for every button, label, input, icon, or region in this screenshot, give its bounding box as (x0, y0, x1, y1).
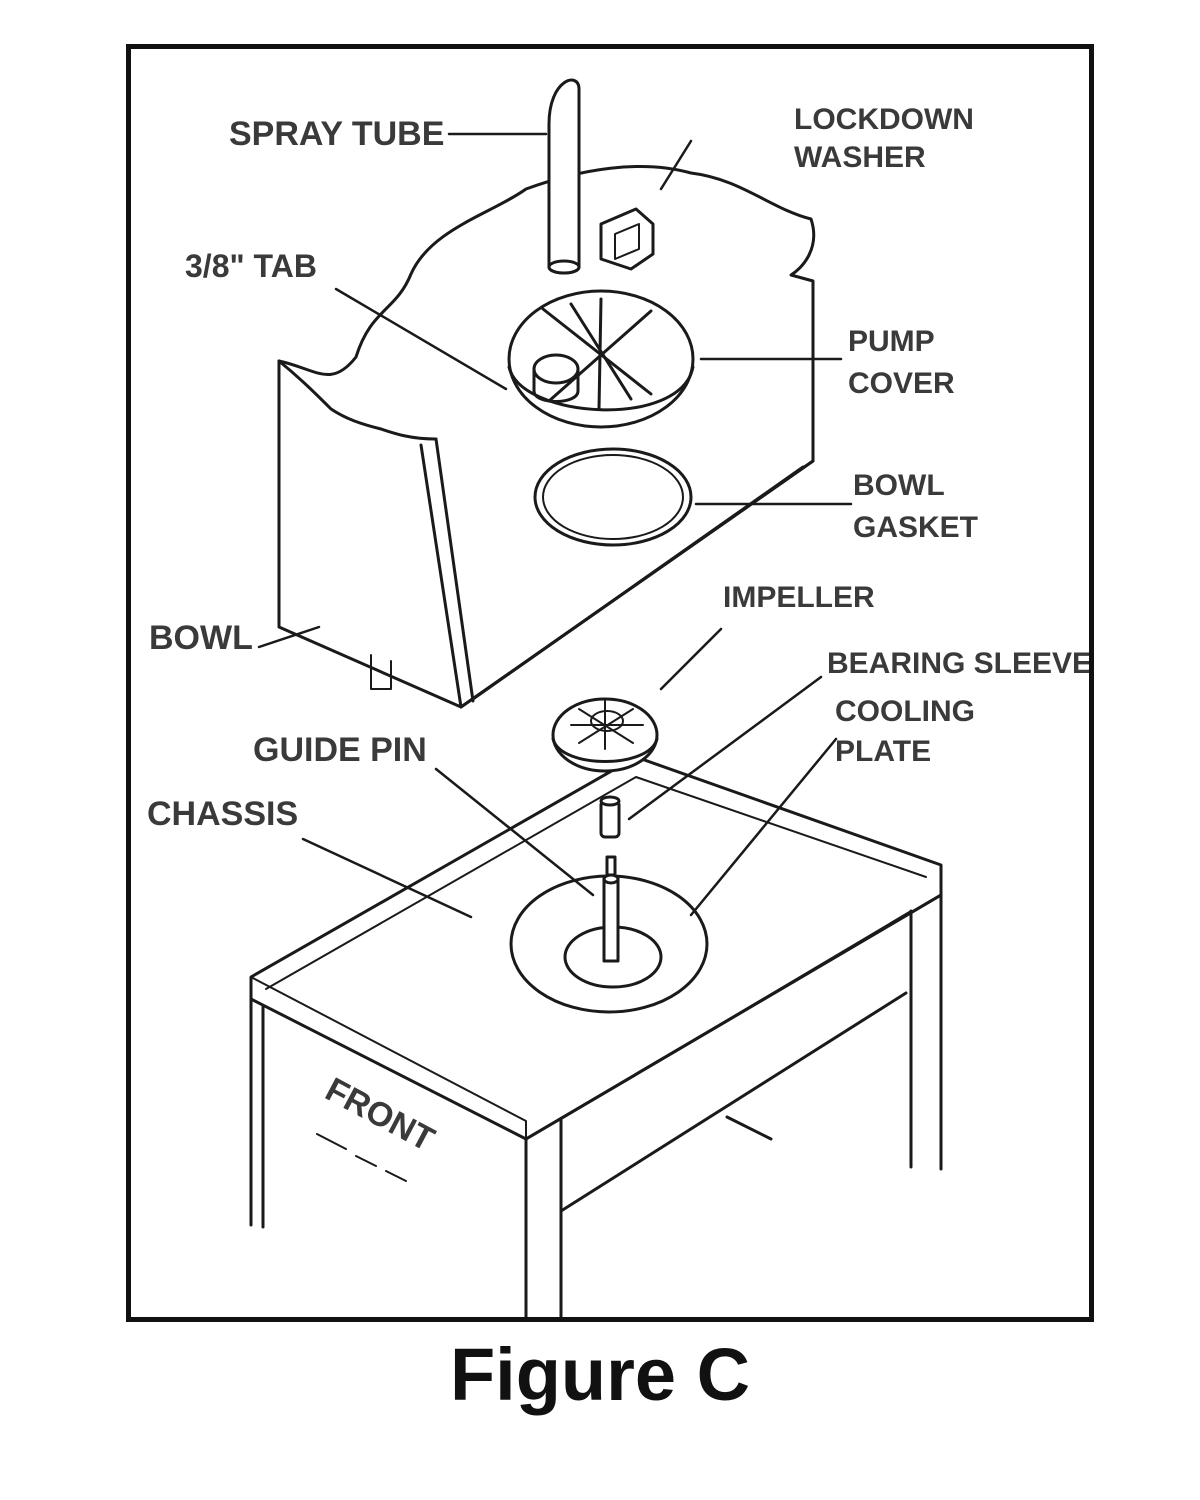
figure-caption: Figure C (449, 1333, 751, 1416)
label-spray-tube: SPRAY TUBE (229, 115, 444, 153)
label-bearing-sleeve: BEARING SLEEVE (827, 647, 1089, 680)
label-bowl: BOWL (149, 619, 253, 657)
label-pump-cover-line1: PUMP (848, 325, 935, 358)
chassis-drawing (249, 755, 943, 1317)
label-lockdown-washer-line2: WASHER (794, 141, 926, 174)
label-lockdown-washer-line1: LOCKDOWN (794, 103, 974, 136)
label-bowl-gasket-line1: BOWL (853, 469, 945, 502)
label-bowl-gasket-line2: GASKET (853, 511, 978, 544)
label-guide-pin: GUIDE PIN (253, 731, 427, 769)
label-pump-cover-line2: COVER (848, 367, 955, 400)
label-chassis: CHASSIS (147, 795, 298, 833)
diagram-frame: SPRAY TUBE LOCKDOWN WASHER 3/8" TAB PUMP… (126, 44, 1094, 1322)
bowl-drawing (277, 78, 816, 709)
callout-labels: SPRAY TUBE LOCKDOWN WASHER 3/8" TAB PUMP… (147, 103, 1089, 1159)
leader-lines (257, 132, 853, 919)
label-tab: 3/8" TAB (185, 248, 317, 284)
label-cooling-plate-line1: COOLING (835, 695, 975, 728)
label-impeller: IMPELLER (723, 581, 875, 614)
impeller-drawing (551, 697, 659, 839)
exploded-assembly-diagram: SPRAY TUBE LOCKDOWN WASHER 3/8" TAB PUMP… (147, 78, 1089, 1317)
label-cooling-plate-line2: PLATE (835, 735, 931, 768)
